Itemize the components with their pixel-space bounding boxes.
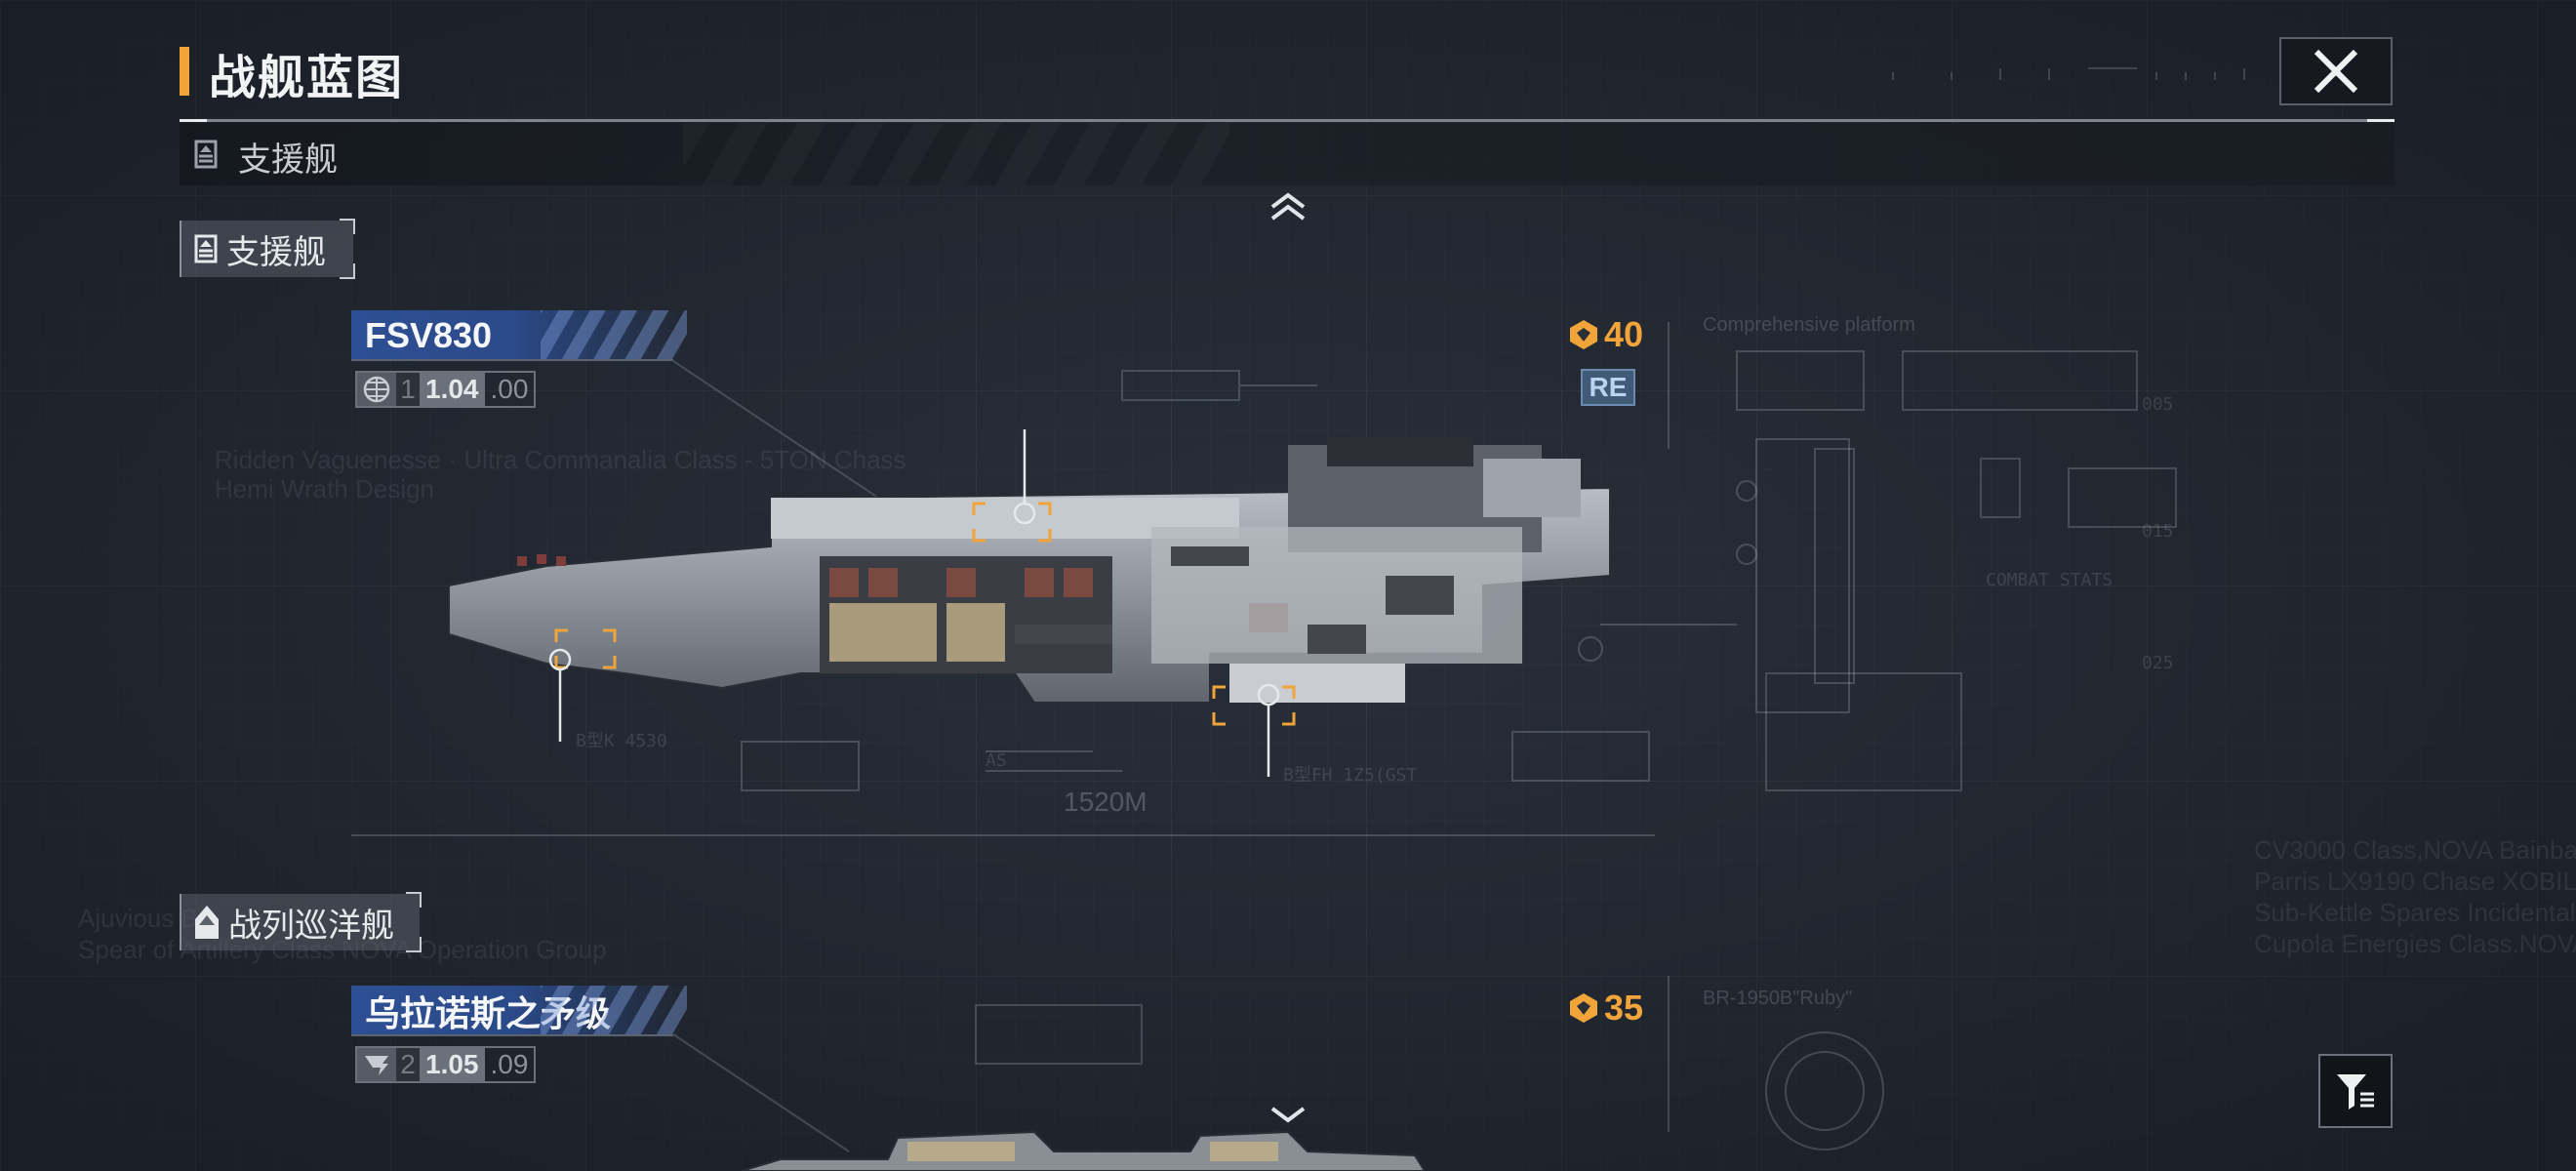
- svg-text:Ridden Vaguenesse · Ultra Comm: Ridden Vaguenesse · Ultra Commanalia Cla…: [215, 445, 906, 474]
- ship-tier: 1: [396, 373, 420, 406]
- ship-platform-label: Comprehensive platform: [1703, 314, 1915, 336]
- svg-text:B型K 4530: B型K 4530: [576, 731, 667, 751]
- section-tag-support[interactable]: 支援舰: [180, 219, 355, 279]
- section-label: 战列巡洋舰: [228, 907, 394, 945]
- header-divider: [180, 119, 2395, 122]
- ship-version-main: 1.04: [420, 373, 485, 406]
- svg-text:025: 025: [2142, 653, 2174, 673]
- filter-icon: [2337, 1074, 2374, 1110]
- svg-text:B型FH 1Z5(GST: B型FH 1Z5(GST: [1283, 765, 1417, 786]
- ship-cost-value: 35: [1604, 988, 1644, 1028]
- section-tag-battlecruiser[interactable]: 战列巡洋舰: [180, 892, 422, 952]
- ship-image[interactable]: [429, 429, 1620, 781]
- support-ship-icon: [194, 234, 218, 263]
- page-title: 战舰蓝图: [209, 53, 405, 104]
- ship-cost: 35: [1567, 988, 1643, 1029]
- command-points-icon: [1570, 993, 1597, 1023]
- filter-button[interactable]: [2318, 1054, 2393, 1128]
- ship-version: 2 1.05 .09: [355, 1046, 537, 1083]
- ship-cost: 40: [1567, 314, 1643, 355]
- expand-down-icon[interactable]: [1268, 1103, 1308, 1126]
- ship-version: 1 1.04 .00: [355, 371, 537, 408]
- title-accent-bar: [180, 47, 189, 96]
- ship-version-sub: .00: [490, 374, 529, 404]
- close-button[interactable]: [2279, 37, 2393, 105]
- category-bar-pattern: [683, 123, 1229, 185]
- ship-tier: 2: [396, 1048, 420, 1081]
- ship-length-label: 1520M: [1064, 787, 1147, 817]
- ship-name: 乌拉诺斯之矛级: [365, 993, 612, 1033]
- section-label: 支援舰: [226, 233, 326, 271]
- header-divider-end: [2367, 119, 2395, 122]
- collapse-up-icon[interactable]: [1268, 191, 1308, 221]
- header-divider-start: [180, 119, 207, 122]
- ship-version-sub: .09: [490, 1049, 529, 1079]
- svg-text:005: 005: [2142, 394, 2174, 415]
- svg-text:Hemi Wrath Design: Hemi Wrath Design: [215, 474, 434, 504]
- category-bar-label: 支援舰: [238, 141, 338, 179]
- svg-text:CV3000 Class,NOVA Bainbag Bear: CV3000 Class,NOVA Bainbag Bearing: [2254, 835, 2576, 865]
- ship-version-main: 1.05: [420, 1048, 485, 1081]
- command-points-icon: [1570, 320, 1597, 349]
- support-ship-icon: [194, 140, 218, 169]
- svg-text:015: 015: [2142, 521, 2174, 542]
- ship-name-underline: [351, 1034, 673, 1036]
- ship-name-tag[interactable]: 乌拉诺斯之矛级: [351, 986, 687, 1036]
- ship-name-tag[interactable]: FSV830: [351, 310, 687, 361]
- svg-text:Ajuvious B: Ajuvious B: [78, 904, 198, 933]
- svg-text:Parris LX9190 Chase XOBIL Clas: Parris LX9190 Chase XOBIL Class: [2254, 867, 2576, 896]
- svg-text:Sub-Kettle Spares Incidental: Sub-Kettle Spares Incidental: [2254, 898, 2576, 927]
- ship-name-underline: [351, 359, 673, 361]
- svg-text:Cupola Energies Class.NOVA 5a: Cupola Energies Class.NOVA 5a: [2254, 929, 2576, 958]
- ship-name: FSV830: [365, 315, 493, 355]
- close-icon: [2314, 49, 2358, 94]
- faction-icon: [365, 1056, 388, 1075]
- ship-rarity-badge: RE: [1581, 369, 1635, 406]
- ship-cost-value: 40: [1604, 314, 1644, 354]
- category-bar[interactable]: [180, 123, 2395, 185]
- globe-icon: [363, 376, 390, 403]
- svg-text:COMBAT STATS: COMBAT STATS: [1986, 570, 2113, 590]
- ship-image[interactable]: [742, 1103, 1425, 1171]
- svg-text:AS: AS: [986, 750, 1007, 771]
- ship-platform-label: BR-1950B"Ruby": [1703, 988, 1853, 1009]
- battlecruiser-icon: [195, 906, 219, 939]
